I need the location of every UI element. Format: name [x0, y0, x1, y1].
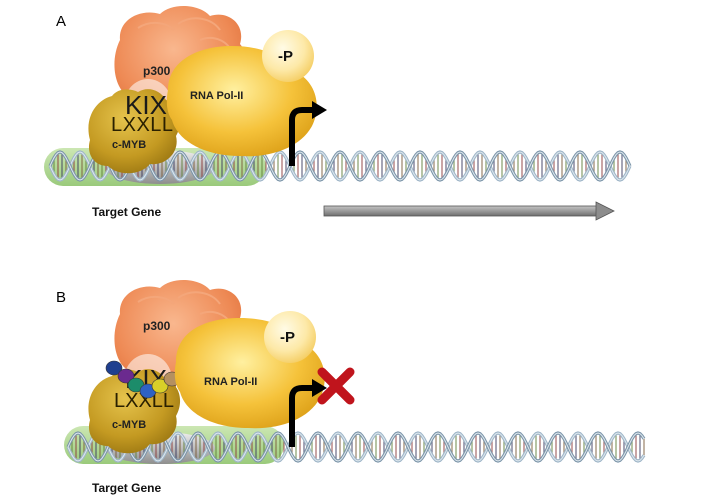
panel-b: B p300 LXXLL c-MYB KIX RNA Pol-II -P — [56, 279, 646, 495]
panel-letter: A — [56, 13, 66, 30]
inhibitor-molecule — [105, 360, 123, 376]
target-gene-label: Target Gene — [92, 481, 161, 495]
motif-label: LXXLL — [114, 390, 174, 412]
motif-label: LXXLL — [111, 114, 174, 136]
panel-a: A p300 LXXLL c-MYB KIX RNA Pol-II -P — [44, 5, 632, 221]
cmyb-factor: LXXLL c-MYB — [88, 89, 181, 174]
polymerase-label: RNA Pol-II — [204, 376, 257, 388]
inhibitor-molecule — [151, 378, 169, 394]
panel-letter: B — [56, 289, 66, 306]
phosphate-group: -P — [262, 30, 314, 82]
transcription-start-arrow — [289, 379, 327, 447]
transcript-arrow — [323, 201, 615, 221]
inhibitor-molecule — [117, 368, 135, 384]
blocked-x-mark — [317, 367, 355, 405]
p300-label: p300 — [143, 64, 171, 78]
polymerase-label: RNA Pol-II — [190, 90, 243, 102]
transcription-start-arrow — [289, 101, 327, 166]
cmyb-label: c-MYB — [112, 419, 146, 431]
target-gene-label: Target Gene — [92, 205, 161, 219]
phosphate-label: -P — [280, 329, 295, 346]
phosphate-group: -P — [264, 311, 316, 363]
kix-label: KIX — [125, 90, 167, 120]
cmyb-label: c-MYB — [112, 139, 146, 151]
phosphate-label: -P — [278, 48, 293, 65]
p300-label: p300 — [143, 319, 171, 333]
